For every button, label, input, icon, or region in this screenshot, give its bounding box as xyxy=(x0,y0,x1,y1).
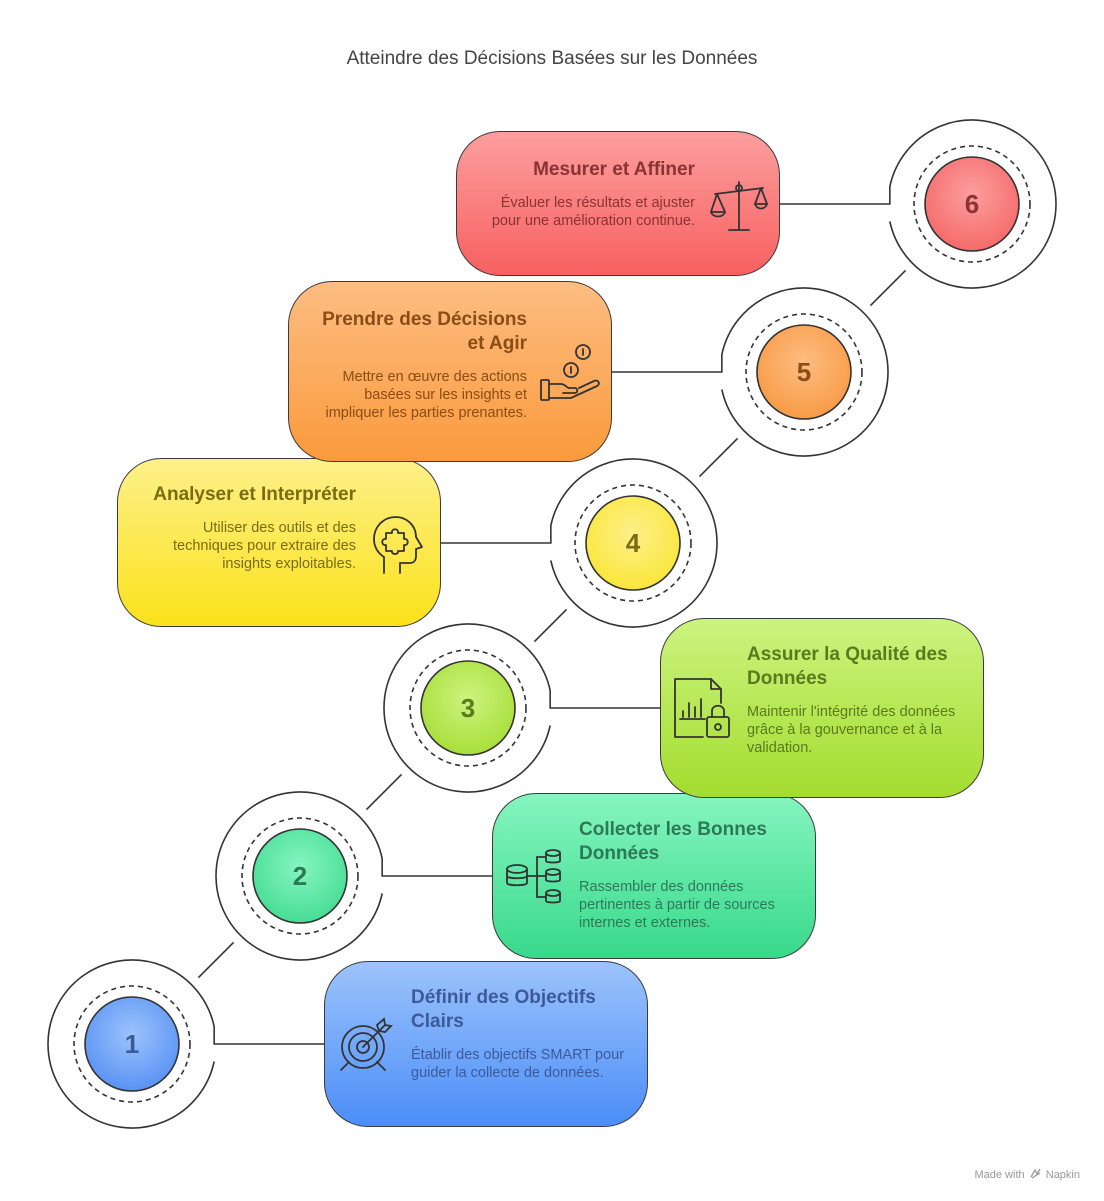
step-heading-1: Définir des Objectifs Clairs xyxy=(411,987,596,1032)
step-card-4: Analyser et Interpréter Utiliser des out… xyxy=(117,458,441,627)
secure-report-icon xyxy=(674,678,730,738)
step-heading-2: Collecter les Bonnes Données xyxy=(579,819,767,864)
outer-ring-6 xyxy=(889,119,1057,289)
number-circle-3 xyxy=(420,660,516,756)
step-heading-4: Analyser et Interpréter xyxy=(153,484,356,505)
step-link-5-6 xyxy=(869,269,907,307)
footer-made-with: Made with xyxy=(974,1169,1025,1181)
step-number-5: 5 xyxy=(796,357,812,387)
step-heading-3: Assurer la Qualité des Données xyxy=(747,644,948,689)
step-number-6: 6 xyxy=(964,189,980,219)
balance-scale-icon xyxy=(710,181,768,231)
target-arrow-icon xyxy=(340,1017,393,1071)
card-connector-4 xyxy=(441,525,552,544)
step-rings xyxy=(47,119,1057,1129)
dashed-ring-2 xyxy=(241,817,359,935)
step-description-5: Mettre en œuvre des actions basées sur l… xyxy=(325,369,528,421)
outer-ring-5 xyxy=(721,287,889,457)
step-heading-5: Prendre des Décisions et Agir xyxy=(322,309,527,354)
dashed-ring-1 xyxy=(73,985,191,1103)
step-heading-6: Mesurer et Affiner xyxy=(533,159,695,180)
diagram-title: Atteindre des Décisions Basées sur les D… xyxy=(346,48,758,69)
outer-ring-4 xyxy=(550,458,718,628)
napkin-logo-icon xyxy=(1030,1168,1041,1179)
step-link-4-5 xyxy=(698,437,739,478)
dashed-ring-5 xyxy=(745,313,863,431)
footer-brand: Napkin xyxy=(1045,1169,1080,1181)
number-circle-6 xyxy=(924,156,1020,252)
dashed-ring-4 xyxy=(574,484,692,602)
card-connector-5 xyxy=(612,354,723,373)
step-card-5: Prendre des Décisions et Agir Mettre en … xyxy=(288,281,612,462)
step-description-3: Maintenir l'intégrité des données grâce … xyxy=(747,704,956,756)
step-card-1: Définir des Objectifs Clairs Établir des… xyxy=(324,961,648,1127)
card-connector-1 xyxy=(213,1026,324,1045)
connector-lines xyxy=(197,186,907,1045)
card-connector-6 xyxy=(780,186,891,205)
step-description-1: Établir des objectifs SMART pour guider … xyxy=(411,1047,625,1081)
step-number-2: 2 xyxy=(292,861,308,891)
card-connector-3 xyxy=(549,690,660,709)
outer-ring-3 xyxy=(383,623,551,793)
step-description-6: Évaluer les résultats et ajuster pour un… xyxy=(491,195,695,229)
step-link-1-2 xyxy=(197,941,235,979)
step-link-2-3 xyxy=(365,773,403,811)
step-card-6: Mesurer et Affiner Évaluer les résultats… xyxy=(456,131,780,276)
head-puzzle-icon xyxy=(373,516,423,574)
database-network-icon xyxy=(506,849,561,904)
outer-ring-2 xyxy=(215,791,383,961)
dashed-ring-6 xyxy=(913,145,1031,263)
number-circle-2 xyxy=(252,828,348,924)
footer-credit: Made with Napkin xyxy=(974,1168,1080,1181)
step-description-4: Utiliser des outils et des techniques po… xyxy=(173,520,356,572)
step-number-4: 4 xyxy=(625,528,641,558)
number-circle-1 xyxy=(84,996,180,1092)
card-connector-2 xyxy=(381,858,492,877)
hand-coins-icon xyxy=(540,344,600,401)
number-circle-4 xyxy=(585,495,681,591)
outer-ring-1 xyxy=(47,959,215,1129)
step-description-2: Rassembler des données pertinentes à par… xyxy=(579,879,775,931)
step-card-2: Collecter les Bonnes Données Rassembler … xyxy=(492,793,816,959)
step-number-1: 1 xyxy=(124,1029,140,1059)
step-number-3: 3 xyxy=(460,693,476,723)
step-link-3-4 xyxy=(533,608,568,643)
number-circle-5 xyxy=(756,324,852,420)
step-card-3: Assurer la Qualité des Données Maintenir… xyxy=(660,618,984,798)
dashed-ring-3 xyxy=(409,649,527,767)
